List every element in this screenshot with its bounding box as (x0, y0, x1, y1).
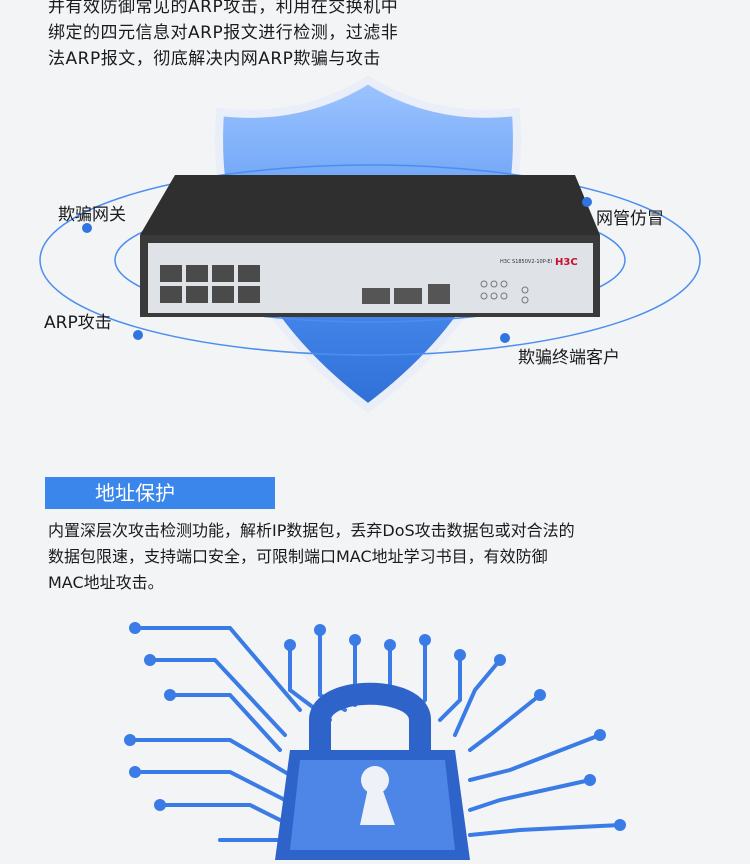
rj45-ports (160, 265, 260, 303)
label-nms-spoof: 网管仿冒 (596, 209, 664, 229)
hero-illustration: H3C S1850V2-10P-EI H3C 欺骗网关 ARP攻击 网管仿冒 欺… (0, 70, 750, 430)
section-title-text: 地址保护 (95, 481, 175, 505)
body-line: 内置深层次攻击检测功能，解析IP数据包，丢弃DoS攻击数据包或对合法的 (48, 521, 575, 540)
sfp-port (394, 288, 422, 304)
body-line: MAC地址攻击。 (48, 573, 164, 592)
sfp-port (362, 288, 390, 304)
switch-top (140, 175, 600, 235)
label-arp-attack: ARP攻击 (44, 313, 112, 333)
console-port (428, 284, 450, 304)
section-title: 地址保护 (45, 477, 275, 509)
body-line: 数据包限速，支持端口安全，可限制端口MAC地址学习书目，有效防御 (48, 547, 548, 566)
intro-line: 绑定的四元信息对ARP报文进行检测，过滤非 (48, 23, 399, 43)
status-leds (480, 280, 529, 304)
keyhole-icon (361, 766, 389, 794)
label-client-spoof: 欺骗终端客户 (518, 348, 620, 368)
keyhole-slot (360, 788, 395, 825)
switch-shield-illustration: H3C S1850V2-10P-EI H3C (39, 75, 701, 414)
circuit-nodes (124, 622, 626, 831)
marker-dot (500, 333, 510, 343)
section-body: 内置深层次攻击检测功能，解析IP数据包，丢弃DoS攻击数据包或对合法的 数据包限… (48, 518, 708, 596)
circuit-traces (128, 626, 622, 842)
orbit-ring (39, 164, 701, 356)
padlock-circuit-icon (124, 622, 626, 860)
label-gateway-spoof: 欺骗网关 (58, 205, 126, 225)
device-model: H3C S1850V2-10P-EI (500, 259, 552, 265)
circuit-lock-illustration (0, 600, 750, 860)
marker-dot (582, 197, 592, 207)
intro-line: 法ARP报文，彻底解决内网ARP欺骗与攻击 (48, 49, 381, 69)
intro-line: 并有效防御常见的ARP攻击，利用在交换机中 (48, 0, 399, 17)
lock-shackle (309, 682, 431, 750)
h3c-logo: H3C (555, 257, 578, 268)
intro-text: 并有效防御常见的ARP攻击，利用在交换机中 绑定的四元信息对ARP报文进行检测，… (48, 0, 468, 72)
marker-dot (82, 223, 92, 233)
marker-dot (133, 330, 143, 340)
